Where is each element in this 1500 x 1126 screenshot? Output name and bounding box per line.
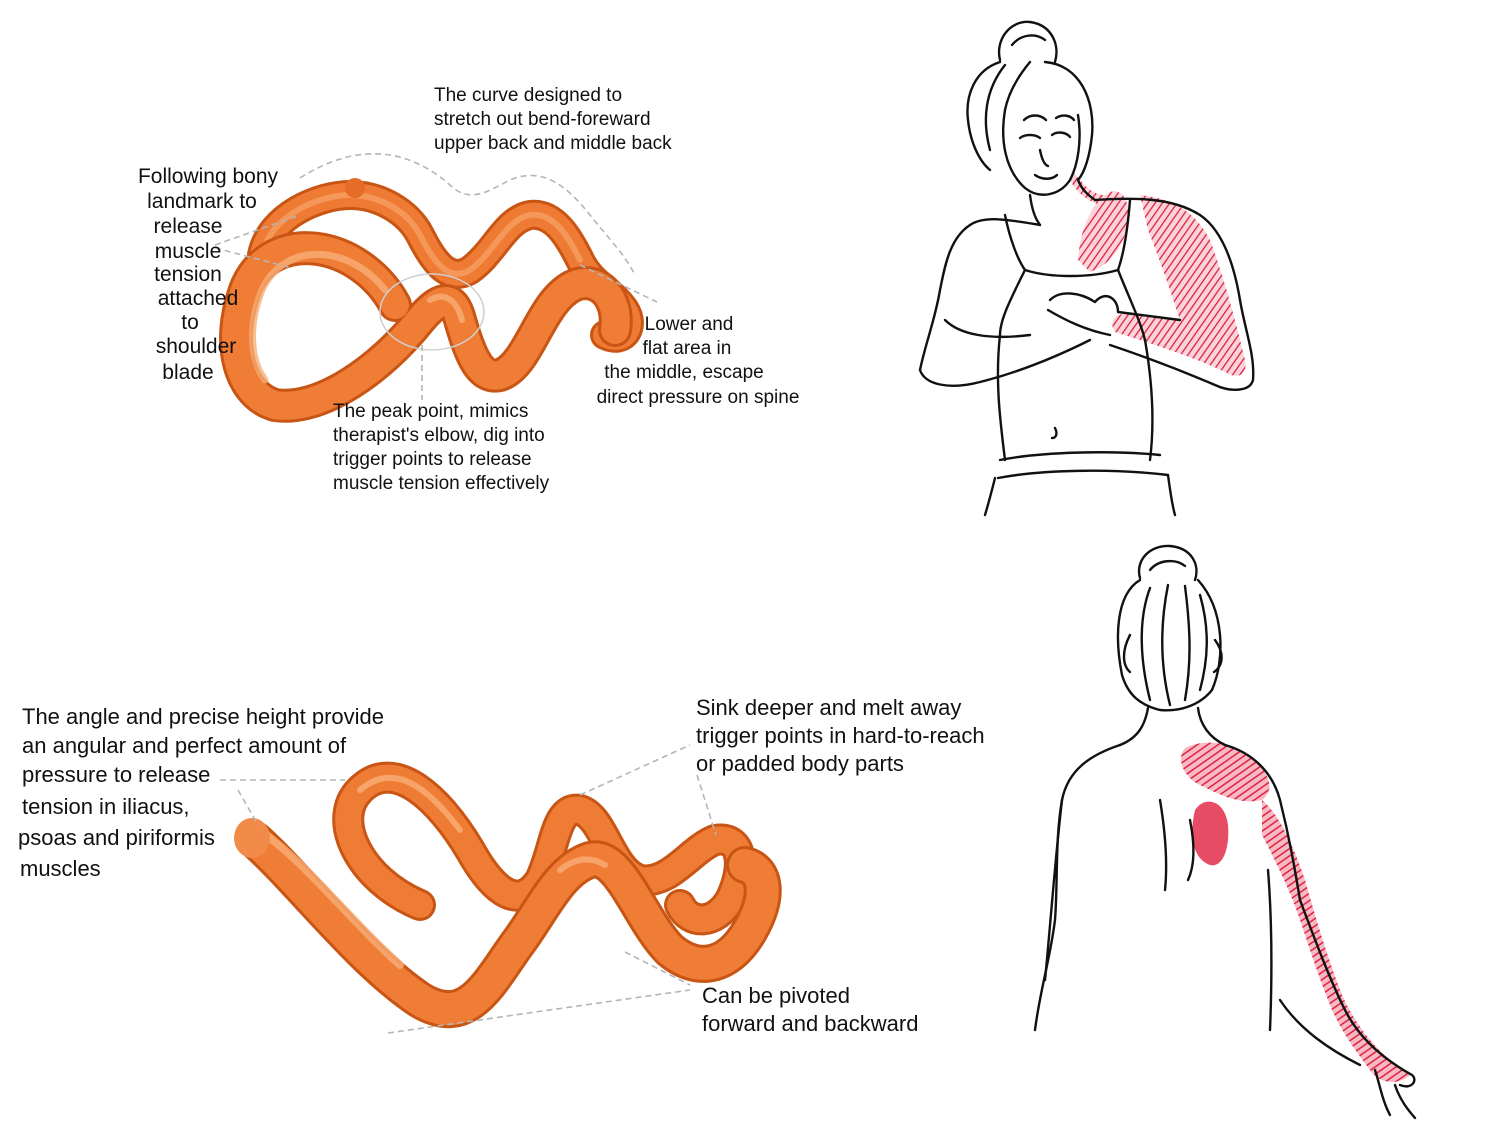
- top-callout-lines: [214, 152, 658, 400]
- label-angle: The angle and precise height provide an …: [18, 704, 385, 887]
- right-arm: [1108, 298, 1255, 391]
- label-angle-line: pressure to release: [22, 762, 211, 787]
- label-flat-area: Lower and flat area in the middle, escap…: [590, 315, 806, 412]
- figure-front-view: [918, 20, 1255, 517]
- callout-line-shoulder-1: [214, 214, 301, 246]
- waistband: [998, 451, 1162, 462]
- label-shoulder-blade-line: landmark to: [147, 190, 257, 213]
- label-shoulder-blade: Following bony landmark to release muscl…: [120, 166, 296, 386]
- product-bottom: [234, 761, 782, 1029]
- label-sink-deeper-line: Sink deeper and melt away: [696, 695, 962, 720]
- label-pivot-line: Can be pivoted: [702, 983, 850, 1008]
- label-angle-line: The angle and precise height provide: [22, 704, 385, 729]
- callout-line-angle-2: [237, 789, 259, 826]
- label-shoulder-blade-line: shoulder: [155, 335, 237, 358]
- label-shoulder-blade-line: attached: [157, 287, 239, 310]
- label-shoulder-blade-line: release: [153, 215, 223, 238]
- callout-line-sink-2: [696, 774, 717, 836]
- label-flat-area-line: Lower and: [644, 314, 734, 335]
- pain-area-upper-back: [1180, 742, 1270, 802]
- label-pivot: Can be pivoted forward and backward: [702, 985, 918, 1041]
- callout-line-curve: [299, 152, 636, 276]
- back-torso-outline: [1033, 743, 1122, 1032]
- spine: [1158, 798, 1168, 892]
- product-top: [219, 178, 644, 423]
- pain-area-arm-back: [1262, 800, 1410, 1082]
- label-angle-line: tension in iliacus,: [22, 794, 190, 819]
- label-sink-deeper: Sink deeper and melt away trigger points…: [696, 697, 985, 781]
- label-shoulder-blade-line: tension: [154, 263, 222, 286]
- label-peak-point: The peak point, mimics therapist's elbow…: [333, 402, 549, 498]
- peak-highlight-circle: [379, 273, 485, 351]
- label-flat-area-line: direct pressure on spine: [596, 387, 800, 408]
- left-arm-back: [1043, 798, 1064, 982]
- callout-line-pivot-2: [387, 989, 691, 1034]
- callout-line-shoulder-2: [214, 247, 293, 269]
- label-pivot-line: forward and backward: [702, 1011, 919, 1036]
- callout-line-flat: [579, 264, 658, 303]
- left-arm: [918, 338, 1092, 387]
- label-flat-area-line: the middle, escape: [604, 362, 764, 383]
- head-outline: [1043, 60, 1094, 182]
- callout-line-pivot-1: [624, 951, 691, 986]
- face-outline: [1002, 108, 1081, 196]
- label-angle-line: an angular and perfect amount of: [22, 733, 347, 758]
- label-sink-deeper-line: trigger points in hard-to-reach: [696, 723, 985, 748]
- label-peak-point-line: The peak point, mimics: [333, 401, 529, 422]
- right-arm-back: [1298, 898, 1416, 1088]
- label-peak-point-line: muscle tension effectively: [333, 473, 550, 494]
- label-peak-point-line: therapist's elbow, dig into: [333, 425, 545, 446]
- callout-line-sink-1: [579, 744, 691, 796]
- label-shoulder-blade-line: blade: [162, 361, 214, 384]
- label-curve-line: upper back and middle back: [434, 133, 672, 154]
- label-peak-point-line: trigger points to release: [333, 449, 532, 470]
- head-back-outline: [1116, 578, 1222, 712]
- label-curve-line: stretch out bend-foreward: [434, 109, 651, 130]
- pain-area-shoulder-blade: [1192, 801, 1229, 866]
- label-angle-line: muscles: [20, 856, 101, 881]
- pain-area-shoulder-front: [1078, 191, 1129, 272]
- label-sink-deeper-line: or padded body parts: [696, 751, 904, 776]
- label-flat-area-line: flat area in: [642, 338, 732, 359]
- label-curve-line: The curve designed to: [434, 85, 623, 106]
- label-curve: The curve designed to stretch out bend-f…: [434, 86, 672, 158]
- label-shoulder-blade-line: to: [181, 311, 199, 334]
- figure-back-view: [1033, 544, 1417, 1120]
- label-shoulder-blade-line: muscle: [154, 240, 222, 263]
- label-angle-line: psoas and piriformis: [18, 825, 215, 850]
- torso-outline: [918, 218, 1042, 372]
- label-shoulder-blade-line: Following bony: [137, 165, 279, 188]
- bottom-callout-lines: [220, 744, 717, 1034]
- pain-area-arm: [1112, 195, 1246, 376]
- hand-on-chest: [1048, 292, 1182, 322]
